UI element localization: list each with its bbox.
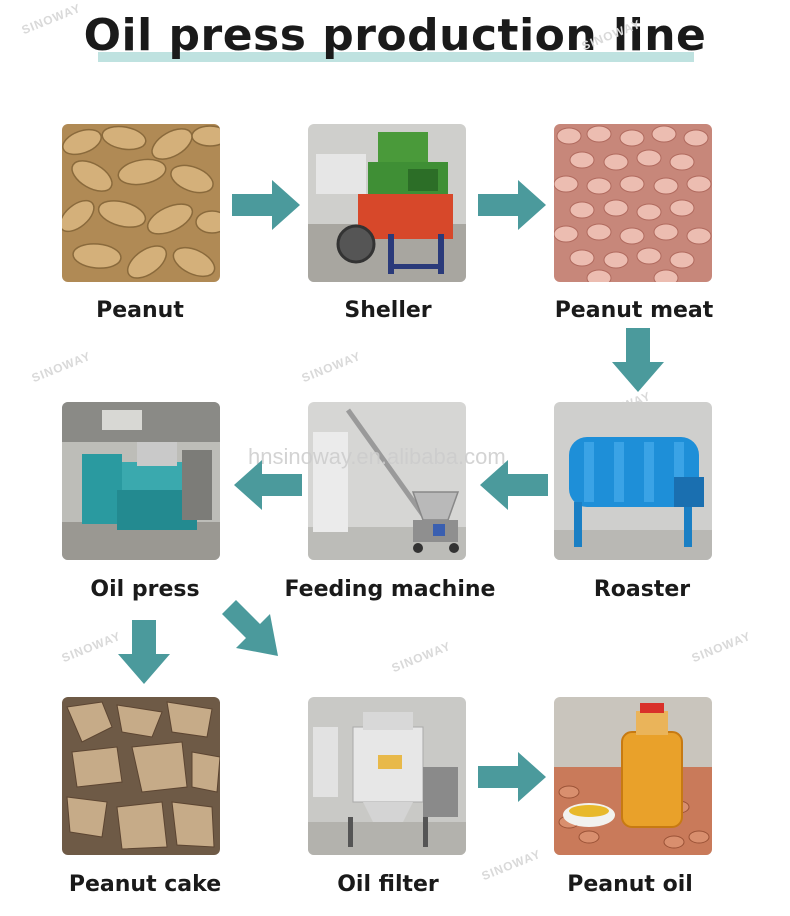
arrow-left-icon <box>232 460 302 510</box>
oil-filter-photo <box>308 697 466 855</box>
brand-watermark: SINOWAY <box>59 628 123 666</box>
step-label-roaster: Roaster <box>593 577 691 602</box>
oil-press-photo <box>62 402 220 560</box>
arrow-down-icon <box>612 328 664 394</box>
brand-watermark: SINOWAY <box>29 348 93 386</box>
step-label-peanut: Peanut <box>96 298 184 323</box>
sheller-photo <box>308 124 466 282</box>
brand-watermark: SINOWAY <box>299 348 363 386</box>
feeding-machine-photo <box>308 402 466 560</box>
brand-watermark: SINOWAY <box>689 628 753 666</box>
peanut-photo <box>62 124 220 282</box>
arrow-right-icon <box>478 752 548 802</box>
arrow-left-icon <box>478 460 548 510</box>
peanut-cake-photo <box>62 697 220 855</box>
peanut-oil-photo <box>554 697 712 855</box>
step-label-oil-press: Oil press <box>90 577 200 602</box>
step-label-peanut-cake: Peanut cake <box>68 872 222 897</box>
arrow-right-icon <box>232 180 302 230</box>
step-label-peanut-oil: Peanut oil <box>567 872 693 897</box>
arrow-right-icon <box>478 180 548 230</box>
page-title: Oil press production line <box>83 10 707 61</box>
arrow-diagonal-icon <box>222 600 284 662</box>
step-label-sheller: Sheller <box>344 298 432 323</box>
step-label-feeding-machine: Feeding machine <box>284 577 496 602</box>
step-label-peanut-meat: Peanut meat <box>554 298 714 323</box>
brand-watermark: SINOWAY <box>389 638 453 676</box>
peanut-meat-photo <box>554 124 712 282</box>
title-block: Oil press production line <box>0 0 790 80</box>
step-label-oil-filter: Oil filter <box>337 872 439 897</box>
roaster-photo <box>554 402 712 560</box>
title-underline <box>98 52 694 62</box>
site-watermark: hnsinoway.en.alibaba.com <box>248 444 506 469</box>
arrow-down-icon <box>118 620 170 686</box>
